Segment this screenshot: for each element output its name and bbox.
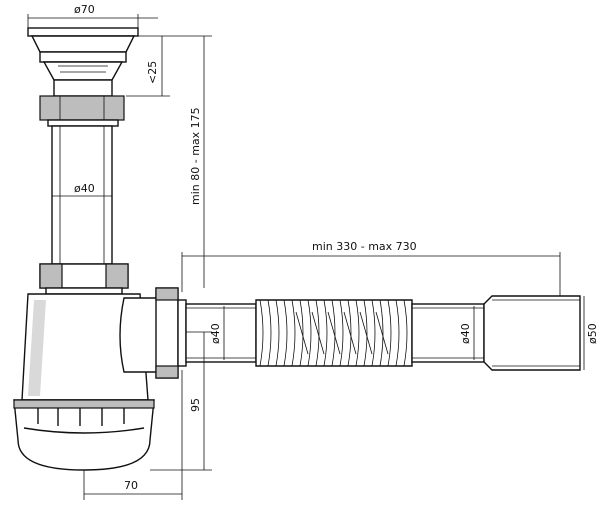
corrugation-rib bbox=[291, 299, 296, 367]
grate-height-label: <25 bbox=[146, 61, 159, 84]
corrugation-rib bbox=[387, 299, 392, 367]
drain-grate bbox=[27, 27, 139, 97]
corrugation-spiral bbox=[343, 311, 357, 355]
corrugation-rib bbox=[275, 299, 280, 367]
corrugation-rib bbox=[331, 299, 336, 367]
corrugation-rib bbox=[283, 299, 288, 367]
corrugation-rib bbox=[371, 299, 376, 367]
corrugation-rib bbox=[379, 299, 384, 367]
corrugation-rib bbox=[259, 299, 264, 367]
corrugation-rib bbox=[339, 299, 344, 367]
pipe-diameter-label: ø40 bbox=[74, 182, 95, 195]
corrugation-rib bbox=[403, 299, 408, 367]
corrugation-spiral bbox=[295, 311, 309, 355]
corrugation-rib bbox=[267, 299, 272, 367]
flex-range-label: min 330 - max 730 bbox=[312, 240, 417, 253]
grate-diameter-label: ø70 bbox=[74, 3, 95, 16]
corrugation-rib bbox=[323, 299, 328, 367]
outlet-socket bbox=[483, 295, 581, 371]
corrugation-rib bbox=[395, 299, 400, 367]
corrugation-rib bbox=[299, 299, 304, 367]
outlet-diameter-2-label: ø40 bbox=[459, 323, 472, 344]
corrugation-rib bbox=[347, 299, 352, 367]
corrugation-spiral bbox=[359, 311, 373, 355]
corrugation-rib bbox=[315, 299, 320, 367]
hose-corrugations bbox=[259, 299, 408, 367]
flex-hose bbox=[185, 299, 485, 367]
dimension-lines bbox=[27, 14, 585, 500]
side-outlet bbox=[119, 287, 187, 379]
vertical-range-label: min 80 - max 175 bbox=[189, 107, 202, 205]
trap-height-label: 95 bbox=[189, 398, 202, 412]
trap-body bbox=[13, 293, 155, 471]
corrugation-rib bbox=[355, 299, 360, 367]
corrugation-rib bbox=[363, 299, 368, 367]
corrugation-spiral bbox=[311, 311, 325, 355]
vertical-pipe bbox=[51, 125, 113, 265]
outlet-diameter-3-label: ø50 bbox=[586, 323, 599, 344]
corrugation-spiral bbox=[375, 311, 389, 355]
corrugation-rib bbox=[307, 299, 312, 367]
trap-offset-label: 70 bbox=[124, 479, 138, 492]
outlet-diameter-1-label: ø40 bbox=[209, 323, 222, 344]
lower-nut bbox=[39, 263, 129, 295]
upper-nut bbox=[39, 95, 125, 127]
corrugation-spiral bbox=[327, 311, 341, 355]
